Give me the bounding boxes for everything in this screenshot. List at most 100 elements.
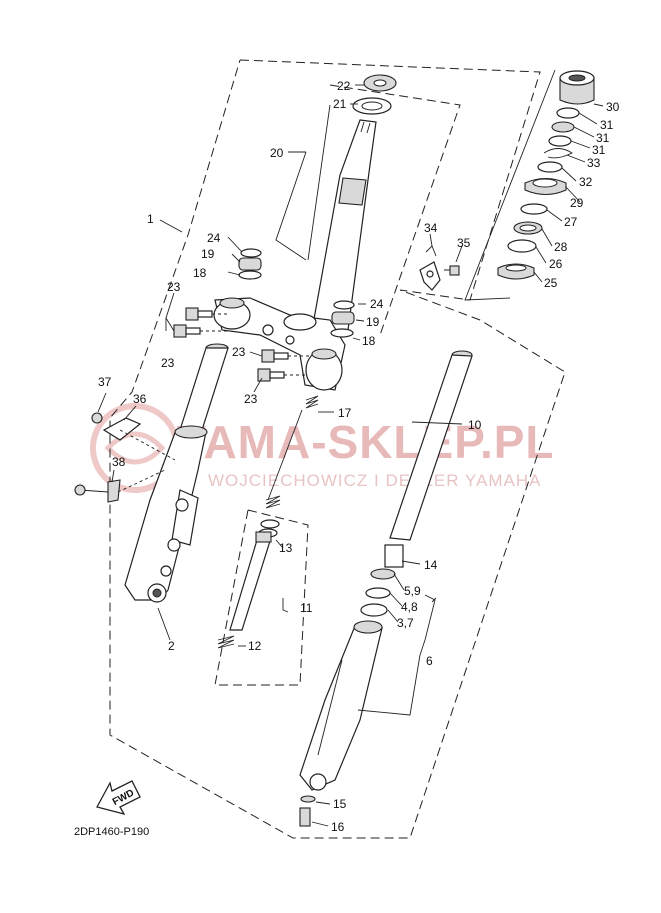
callout-labels: 1 2 3,7 4,8 5,9 6 10 11 12 13 14 15 16 1… — [98, 79, 620, 834]
callout-31-b: 31 — [596, 131, 610, 145]
right-fork — [299, 350, 473, 827]
bearing-group-boundary — [464, 69, 556, 301]
bracket-hole-a — [262, 324, 274, 336]
right-axle-boss — [309, 773, 327, 791]
oring-18-left — [238, 270, 262, 280]
right-outer-tube — [299, 625, 383, 791]
bracket-left-bore — [219, 297, 245, 309]
race-26 — [507, 239, 537, 253]
bolt-37 — [91, 412, 103, 424]
bracket-right-bore — [311, 348, 337, 360]
callout-31-c: 31 — [592, 143, 606, 157]
callout-18-right: 18 — [362, 334, 376, 348]
oring-18-right — [330, 328, 354, 338]
callout-38: 38 — [112, 455, 126, 469]
oring-24-left — [240, 248, 262, 258]
callout-34: 34 — [424, 221, 438, 235]
seal-3-7 — [360, 603, 388, 617]
callout-26: 26 — [549, 257, 563, 271]
callout-30: 30 — [606, 100, 620, 114]
cap-22-hole — [373, 79, 387, 87]
bolt-23-a — [185, 307, 230, 321]
washer-32 — [537, 161, 563, 173]
callout-12: 12 — [248, 639, 262, 653]
callout-19-left: 19 — [201, 247, 215, 261]
screw-35 — [449, 265, 460, 276]
callout-27: 27 — [564, 215, 578, 229]
watermark-subtitle: WOJCIECHOWICZ I DEALER YAMAHA — [208, 471, 541, 490]
washer-15 — [300, 795, 316, 803]
callout-17: 17 — [338, 406, 352, 420]
callout-3-7: 3,7 — [397, 616, 414, 630]
callout-23-b: 23 — [161, 356, 175, 370]
left-boss-small — [160, 565, 172, 577]
hose-bracket — [74, 412, 176, 503]
bracket-stem-boss — [283, 313, 317, 331]
callout-37: 37 — [98, 375, 112, 389]
callout-21: 21 — [333, 97, 347, 111]
callout-24-left: 24 — [207, 231, 221, 245]
callout-32: 32 — [579, 175, 593, 189]
seal-set-left — [238, 248, 262, 280]
stem-upper-thread — [338, 177, 367, 206]
watermark: YAMA-SKLEP.PL WOJCIECHOWICZ I DEALER YAM… — [90, 403, 555, 493]
callout-29: 29 — [570, 196, 584, 210]
callout-36: 36 — [133, 392, 147, 406]
stem-slot — [360, 121, 371, 134]
watermark-title: YAMA-SKLEP.PL — [176, 416, 555, 468]
callout-25: 25 — [544, 276, 558, 290]
race-25-bore — [505, 264, 527, 272]
diagram-code: 2DP1460-P190 — [74, 826, 149, 838]
callout-16: 16 — [331, 820, 345, 834]
callout-31-a: 31 — [600, 118, 614, 132]
callout-23-d: 23 — [244, 392, 258, 406]
left-fork — [124, 343, 229, 603]
callout-1: 1 — [147, 212, 154, 226]
left-axle-hole — [152, 588, 162, 598]
steering-stem-group-boundary — [329, 84, 461, 336]
seal-set-right — [330, 300, 355, 338]
collar-14 — [384, 544, 404, 568]
bracket-hole-b — [285, 335, 295, 345]
right-inner-tube — [389, 354, 473, 541]
collar-19-left — [238, 257, 262, 271]
callout-28: 28 — [554, 240, 568, 254]
seal-4-8 — [365, 587, 391, 599]
callout-20: 20 — [270, 146, 284, 160]
washer-31-b — [551, 121, 575, 133]
nut-30-bore — [568, 74, 586, 82]
callout-23-a: 23 — [167, 280, 181, 294]
callout-22: 22 — [337, 79, 351, 93]
clip-38 — [107, 479, 121, 503]
callout-19-right: 19 — [366, 315, 380, 329]
callout-15: 15 — [333, 797, 347, 811]
callout-18-left: 18 — [193, 266, 207, 280]
assembly-boundaries — [109, 59, 566, 839]
right-outer-rib — [317, 659, 343, 756]
left-outer-tube-top — [174, 425, 208, 439]
callout-10: 10 — [468, 418, 482, 432]
bearing-race-29-bore — [532, 178, 558, 188]
damper-rod-head — [255, 531, 272, 543]
washer-31-c — [548, 135, 572, 147]
right-outer-tube-top — [353, 620, 383, 634]
cable-guide — [419, 245, 460, 291]
clamp-34-hook — [425, 245, 437, 257]
callout-35: 35 — [457, 236, 471, 250]
bolt-38-head — [74, 484, 86, 496]
seal-5-9 — [370, 568, 396, 580]
clamp-34-hole — [426, 270, 434, 278]
pinch-bolts — [173, 307, 310, 382]
damper-rod — [229, 539, 271, 631]
circlip-33 — [543, 148, 573, 159]
callout-13: 13 — [279, 541, 293, 555]
top-cap — [352, 74, 397, 115]
leader-lines — [97, 84, 604, 827]
washer-31-a — [556, 107, 580, 119]
seal-27 — [520, 203, 548, 215]
spring-12 — [217, 635, 235, 649]
bolt-23-b — [173, 324, 228, 338]
damper-rod-assembly — [217, 519, 280, 649]
washer-21-hole — [361, 101, 383, 111]
